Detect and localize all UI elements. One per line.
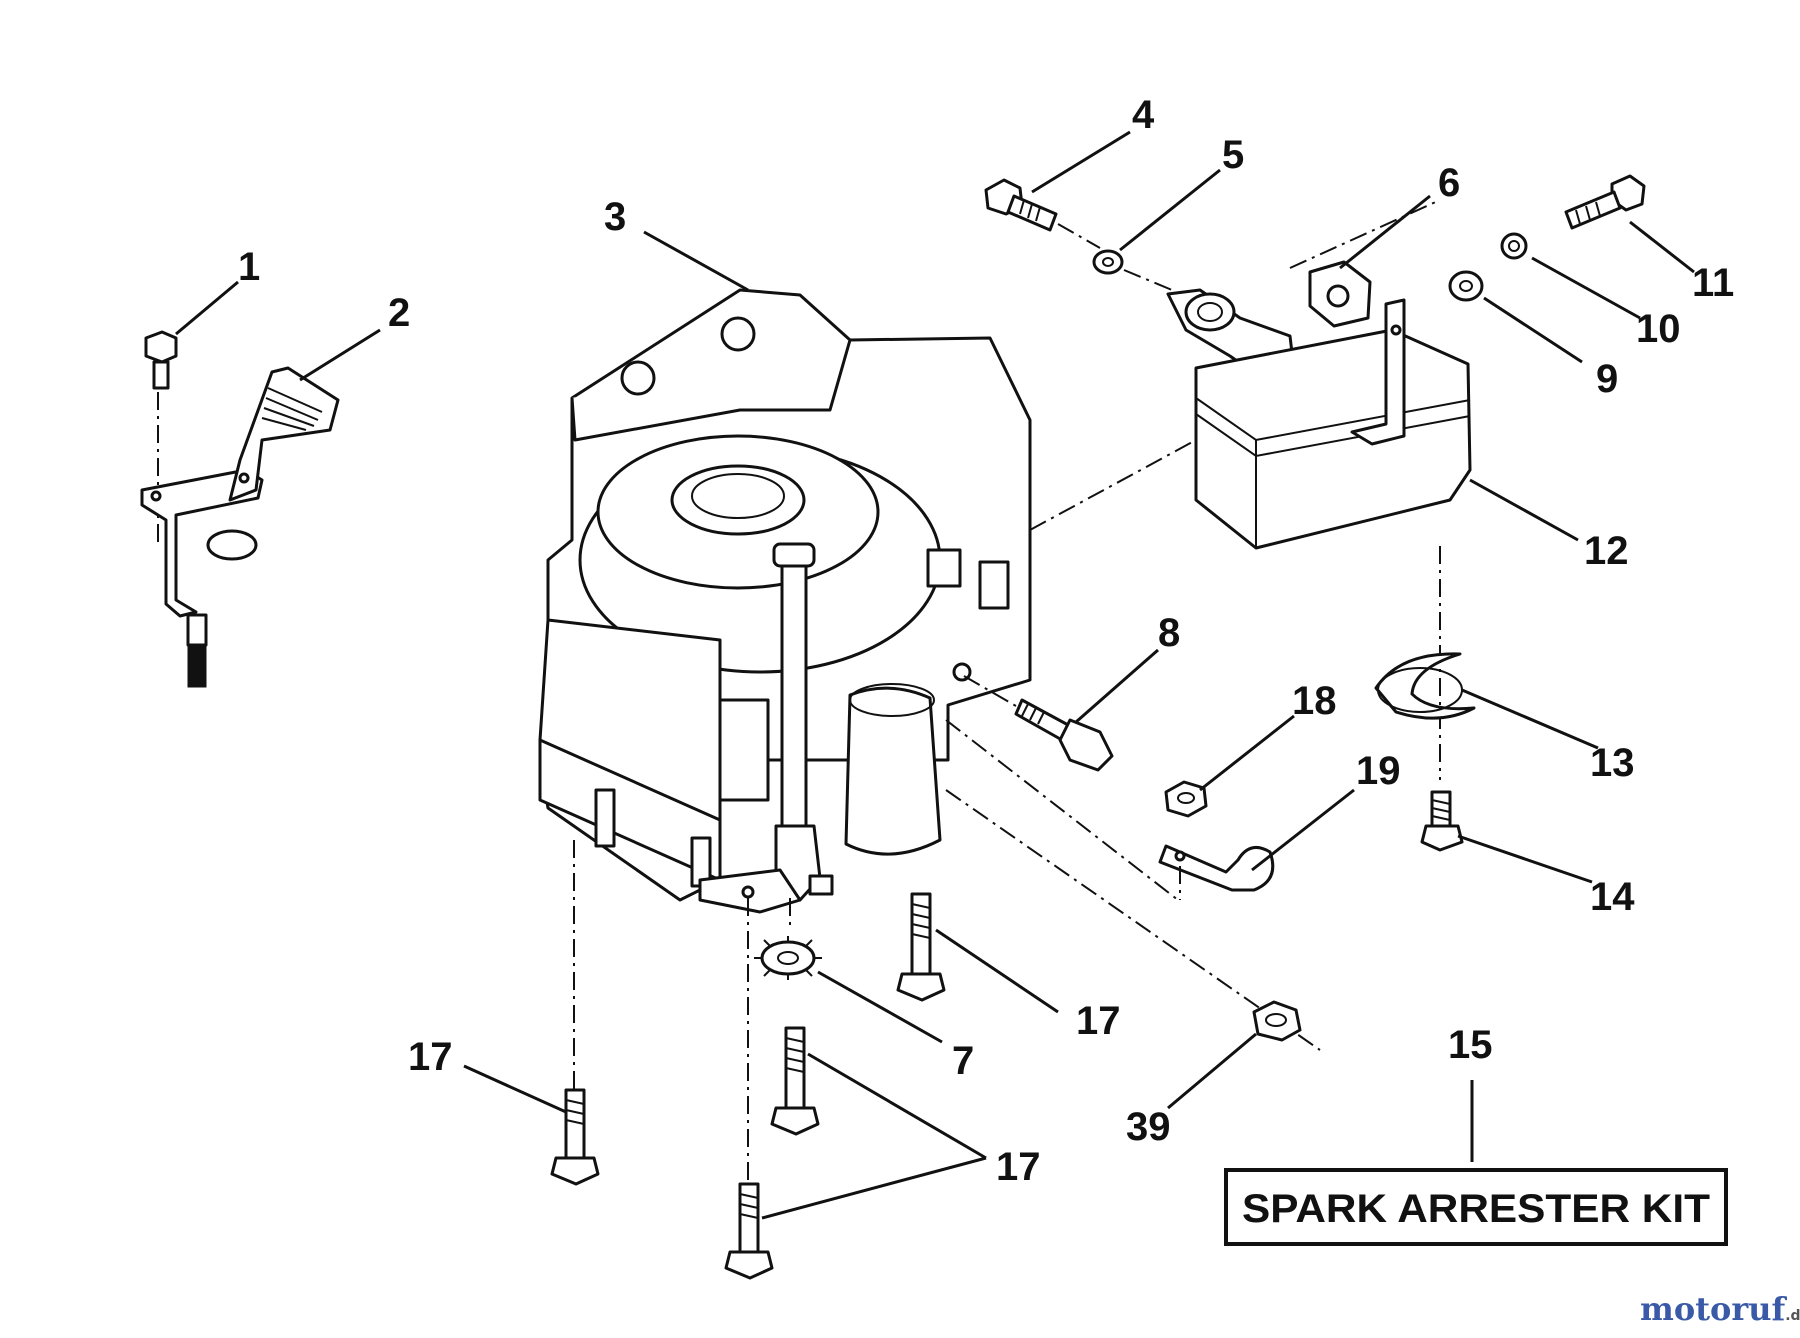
clamp-19 xyxy=(1158,844,1275,892)
callout-39: 39 xyxy=(1126,1105,1171,1149)
callout-9: 9 xyxy=(1596,357,1618,401)
throttle-bolt xyxy=(144,330,178,390)
callout-17-right: 17 xyxy=(1076,999,1121,1043)
callout-13: 13 xyxy=(1590,741,1635,785)
muffler-bolt xyxy=(984,178,1058,232)
watermark-logo: motoruf.de xyxy=(1640,1290,1800,1328)
muffler-bolt-right xyxy=(1564,174,1646,230)
spark-arrester-screen xyxy=(1374,652,1476,720)
callout-18: 18 xyxy=(1292,679,1337,723)
callout-6: 6 xyxy=(1438,161,1460,205)
callout-14: 14 xyxy=(1590,875,1635,919)
callout-8: 8 xyxy=(1158,611,1180,655)
star-washer xyxy=(754,936,822,980)
callout-19: 19 xyxy=(1356,749,1401,793)
watermark-suffix: .de xyxy=(1785,1308,1800,1324)
callout-4: 4 xyxy=(1132,93,1155,137)
callout-12: 12 xyxy=(1584,529,1629,573)
exhaust-gasket xyxy=(1308,260,1372,328)
callout-10: 10 xyxy=(1636,307,1681,351)
callout-1: 1 xyxy=(238,245,260,289)
bolt-17-d xyxy=(724,1182,774,1280)
callout-11: 11 xyxy=(1692,261,1734,305)
callout-3: 3 xyxy=(604,195,626,239)
svg-text:motoruf.de: motoruf.de xyxy=(1640,1290,1800,1328)
screw-14 xyxy=(1420,790,1464,852)
bolt-17-a xyxy=(896,892,946,1002)
lock-washer-small xyxy=(1500,232,1528,260)
lock-washer xyxy=(1092,249,1124,275)
callout-7: 7 xyxy=(952,1039,974,1083)
muffler xyxy=(1194,298,1472,550)
throttle-control-lever xyxy=(140,366,340,688)
bolt-17-b xyxy=(770,1026,820,1136)
callout-2: 2 xyxy=(388,291,410,335)
callout-17-left: 17 xyxy=(408,1035,453,1079)
callout-5: 5 xyxy=(1222,133,1244,177)
callout-15: 15 xyxy=(1448,1023,1493,1067)
spark-arrester-kit-label: SPARK ARRESTER KIT xyxy=(1242,1187,1710,1231)
watermark-text: motoruf xyxy=(1640,1290,1787,1328)
flat-washer xyxy=(1448,270,1484,302)
spark-arrester-kit-box: SPARK ARRESTER KIT xyxy=(1224,1168,1728,1246)
callout-17-bottom: 17 xyxy=(996,1145,1041,1189)
engine xyxy=(538,288,1032,914)
nut-18 xyxy=(1164,780,1208,818)
leader-lines xyxy=(175,130,1695,1220)
bolt-8 xyxy=(1014,698,1114,772)
nut-39 xyxy=(1252,1000,1302,1042)
bolt-17-c xyxy=(550,1088,600,1186)
